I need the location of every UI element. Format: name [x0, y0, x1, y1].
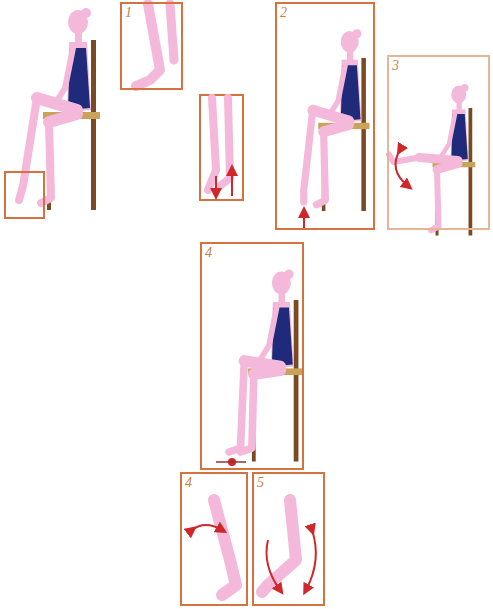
step-number: 4: [182, 474, 192, 490]
step-number: 4: [202, 244, 212, 260]
step-panel: 4: [180, 472, 248, 606]
step-panel: 1: [120, 2, 183, 90]
step-number: 5: [254, 474, 264, 490]
step-panel: 5: [252, 472, 325, 606]
step-number: 3: [389, 57, 399, 73]
step-number: 1: [122, 4, 132, 20]
step-number: 2: [277, 4, 287, 20]
step-panel: 3: [387, 55, 490, 230]
step-panel: 2: [275, 2, 375, 230]
step-panel: 4: [200, 242, 304, 470]
